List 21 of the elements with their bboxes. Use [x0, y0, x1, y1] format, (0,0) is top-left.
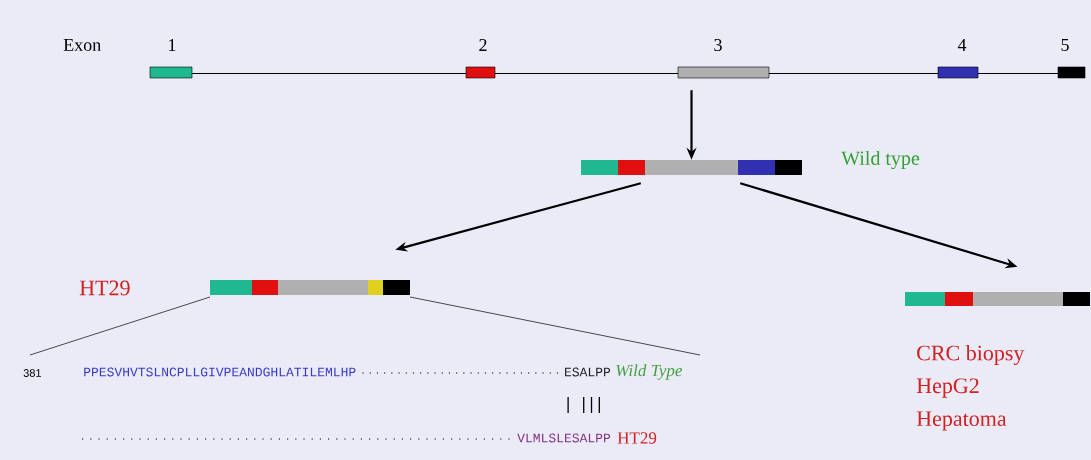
- exon-number: 2: [479, 39, 487, 51]
- exon-number: 4: [957, 39, 967, 51]
- transcript-bar: [905, 292, 1090, 306]
- transcript-label: HT29: [79, 280, 130, 296]
- transcript-label: Wild type: [841, 150, 920, 170]
- sequence-text: VLMLSLESALPP: [517, 433, 611, 443]
- sample-label: HepG2: [916, 378, 979, 398]
- transcript-bar: [210, 280, 410, 295]
- heading-label: Exon: [63, 39, 101, 51]
- exon-number: 1: [169, 39, 176, 51]
- exon-number: 5: [1061, 39, 1069, 51]
- sample-label: CRC biopsy: [917, 345, 1025, 365]
- position-number: 381: [23, 369, 41, 377]
- sequence-label: Wild Type: [616, 364, 683, 380]
- gene-structure-drawing: [149, 66, 1086, 79]
- sequence-label: HT29: [617, 432, 657, 444]
- sample-label: Hepatoma: [916, 411, 1007, 431]
- exon-number: 3: [714, 38, 722, 52]
- sequence-text: PPESVHVTSLNCPLLGIVPEANDGHLATILEMLHP: [84, 367, 356, 377]
- sequence-text: ESALPP: [565, 367, 611, 377]
- transcript-bar: [581, 160, 802, 175]
